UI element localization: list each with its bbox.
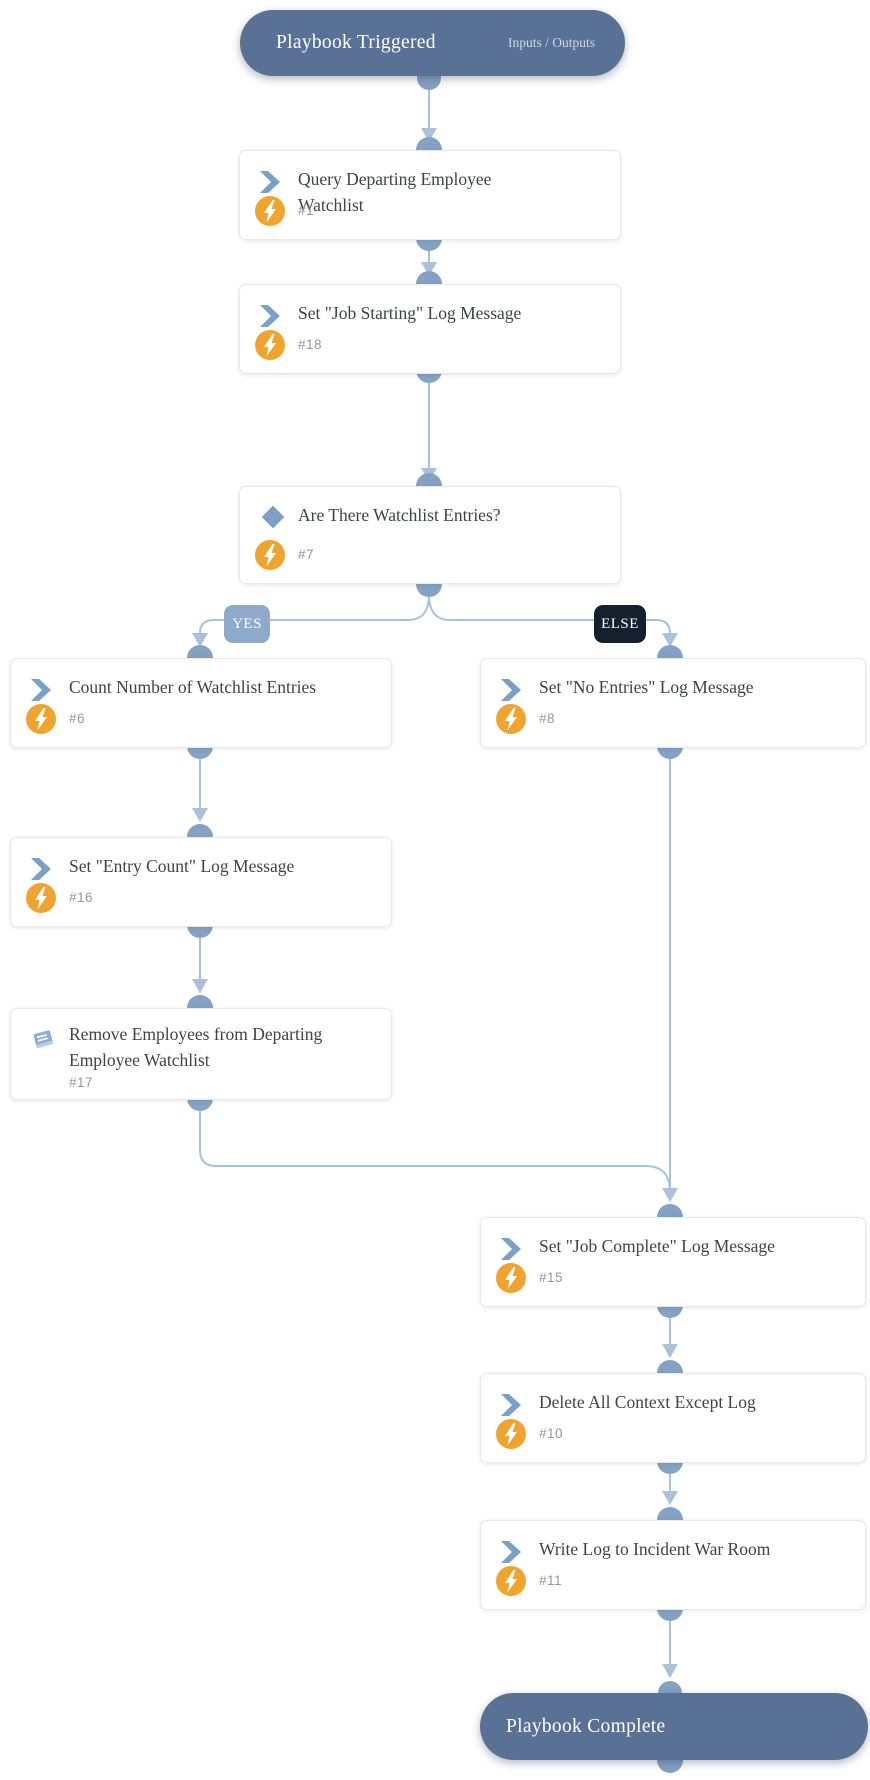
task-title: Set "No Entries" Log Message [539,677,754,697]
branch-label-yes: YES [224,605,270,643]
lightning-icon [255,540,285,570]
task-card-1[interactable]: Query Departing Employee Watchlist #1 [239,150,621,240]
book-icon [30,1027,56,1058]
lightning-icon [496,1419,526,1449]
task-card-18[interactable]: Set "Job Starting" Log Message #18 [239,284,621,374]
task-card-15[interactable]: Set "Job Complete" Log Message #15 [480,1217,866,1307]
condition-title: Are There Watchlist Entries? [298,505,501,525]
chevron-right-icon [500,679,522,706]
task-title: Delete All Context Except Log [539,1392,756,1412]
task-id: #10 [539,1426,564,1441]
playbook-card-17[interactable]: Remove Employees from Departing Employee… [10,1008,392,1100]
task-id: #6 [69,711,86,726]
task-card-8[interactable]: Set "No Entries" Log Message #8 [480,658,866,748]
task-card-16[interactable]: Set "Entry Count" Log Message #16 [10,837,392,927]
lightning-icon [496,1566,526,1596]
end-node-title: Playbook Complete [506,1715,666,1737]
task-card-6[interactable]: Count Number of Watchlist Entries #6 [10,658,392,748]
chevron-right-icon [500,1238,522,1265]
playbook-complete-node[interactable]: Playbook Complete [480,1693,868,1760]
task-title: Query Departing Employee Watchlist [298,169,492,216]
task-id: #7 [298,547,315,562]
lightning-icon [496,704,526,734]
task-title: Count Number of Watchlist Entries [69,677,317,697]
playbook-title: Remove Employees from Departing Employee… [69,1024,323,1071]
task-id: #15 [539,1270,564,1285]
connector-lines [199,90,671,1664]
chevron-right-icon [30,679,52,706]
inputs-outputs-button[interactable]: Inputs / Outputs [507,35,595,50]
condition-card-7[interactable]: Are There Watchlist Entries? #7 [239,486,621,584]
task-id: #11 [539,1573,563,1588]
playbook-triggered-node[interactable]: Playbook Triggered Inputs / Outputs [240,10,625,76]
lightning-icon [26,883,56,913]
task-title: Set "Job Complete" Log Message [539,1236,775,1256]
task-id: #8 [539,711,556,726]
task-id: #16 [69,890,94,905]
chevron-right-icon [500,1541,522,1568]
task-title: Set "Job Starting" Log Message [298,303,522,323]
lightning-icon [26,704,56,734]
task-card-11[interactable]: Write Log to Incident War Room #11 [480,1520,866,1610]
task-id: #18 [298,337,323,352]
lightning-icon [255,196,285,226]
diamond-icon [259,503,287,536]
branch-label-else: ELSE [594,605,646,643]
chevron-right-icon [259,305,281,332]
task-id: #17 [69,1075,94,1090]
connector-arrowheads [192,128,678,1678]
task-title: Set "Entry Count" Log Message [69,856,295,876]
chevron-right-icon [259,171,281,198]
chevron-right-icon [500,1394,522,1421]
lightning-icon [496,1263,526,1293]
lightning-icon [255,330,285,360]
start-node-title: Playbook Triggered [276,32,436,53]
chevron-right-icon [30,858,52,885]
task-title: Write Log to Incident War Room [539,1539,771,1559]
task-card-10[interactable]: Delete All Context Except Log #10 [480,1373,866,1463]
task-id: #1 [298,203,315,218]
